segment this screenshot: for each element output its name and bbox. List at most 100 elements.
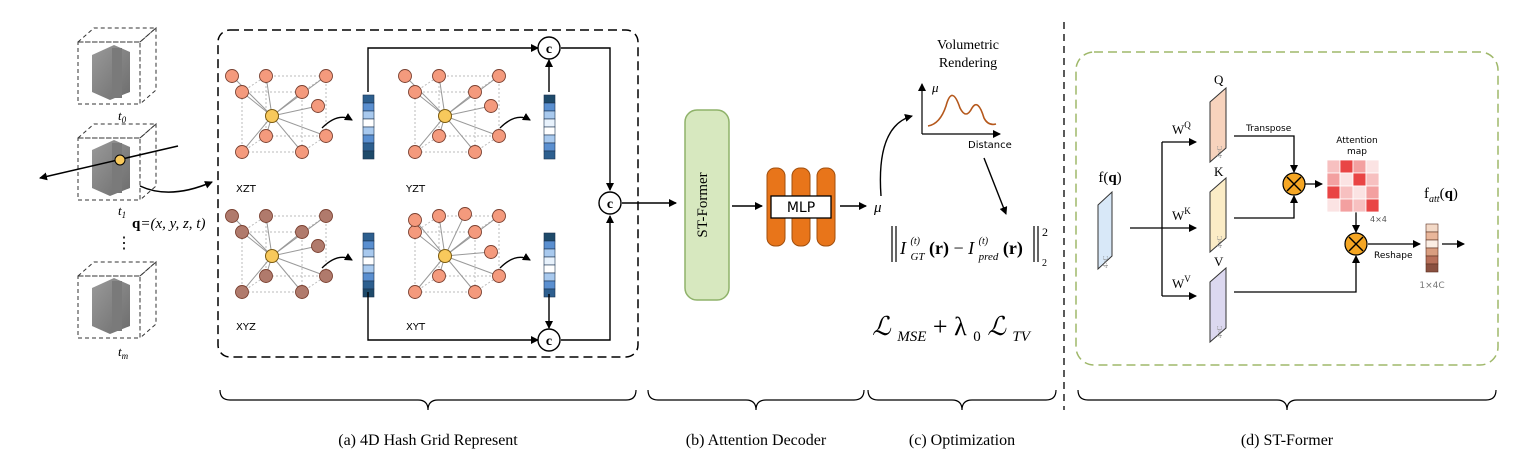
transpose-label: Transpose bbox=[1245, 124, 1292, 134]
attention-cell bbox=[1365, 198, 1380, 213]
grid-node bbox=[492, 209, 506, 223]
grid-node bbox=[295, 85, 309, 99]
fatt-label: fatt(q) bbox=[1424, 186, 1458, 205]
arrow-mu-to-rendering bbox=[879, 114, 913, 197]
fatt-cell bbox=[1425, 231, 1439, 241]
time-cube-tm bbox=[76, 260, 158, 340]
feature-cell bbox=[543, 110, 556, 120]
feature-cell bbox=[543, 248, 556, 258]
arrow-xyt-to-vector bbox=[499, 253, 531, 269]
st-former-label: ST-Former bbox=[695, 172, 711, 237]
plane-label-xyz: XYZ bbox=[236, 322, 256, 333]
plane-graphs bbox=[225, 69, 506, 299]
attention-cell bbox=[1352, 159, 1367, 174]
concat-node-bottom: c bbox=[537, 328, 561, 352]
fatt-vector bbox=[1425, 223, 1439, 273]
fq-label: f(q) bbox=[1098, 170, 1121, 186]
feature-cell bbox=[543, 142, 556, 152]
grid-node bbox=[259, 209, 273, 223]
attention-cell bbox=[1352, 172, 1367, 187]
multiply-node-2 bbox=[1344, 232, 1368, 256]
attention-cell bbox=[1326, 198, 1341, 213]
grid-node bbox=[295, 225, 309, 239]
fq-plane bbox=[1097, 190, 1113, 271]
feature-vector-4 bbox=[543, 232, 556, 298]
attention-lines bbox=[1234, 135, 1465, 293]
attention-cell bbox=[1365, 159, 1380, 174]
concat-node-top: c bbox=[537, 36, 561, 60]
query-node bbox=[438, 109, 452, 123]
label-t0: t0 bbox=[118, 108, 127, 125]
attention-cell bbox=[1352, 198, 1367, 213]
feature-cell bbox=[543, 272, 556, 282]
feature-cell bbox=[543, 126, 556, 136]
q-dim: 4×C bbox=[1216, 146, 1224, 158]
grid-node bbox=[492, 129, 506, 143]
plane-label-xyt: XYT bbox=[406, 322, 426, 333]
caption-d: (d) ST-Former bbox=[1241, 432, 1334, 449]
grid-node bbox=[408, 85, 422, 99]
attention-cell bbox=[1339, 198, 1354, 213]
grid-node bbox=[468, 85, 482, 99]
loss-equation: I (t) GT (r) − I (t) pred (r) 2 2 bbox=[891, 225, 1048, 269]
grid-node bbox=[458, 207, 472, 221]
feature-cell bbox=[362, 232, 375, 242]
arrow-xyz-to-vector bbox=[321, 253, 353, 269]
svg-text:ℒ MSE + λ 0: ℒ MSE + λ 0 ℒ TV bbox=[872, 312, 1032, 347]
caption-a: (a) 4D Hash Grid Represent bbox=[338, 432, 518, 449]
feature-cell bbox=[543, 264, 556, 274]
feature-vectors bbox=[362, 94, 556, 298]
feature-cell bbox=[362, 94, 375, 104]
time-cube-t0 bbox=[76, 26, 158, 106]
attention-cell bbox=[1365, 172, 1380, 187]
grid-node bbox=[432, 129, 446, 143]
svg-text:c: c bbox=[607, 197, 613, 212]
feature-cell bbox=[543, 150, 556, 160]
grid-node bbox=[432, 69, 446, 83]
st-former-block bbox=[684, 109, 730, 301]
grid-node bbox=[295, 145, 309, 159]
v-label: V bbox=[1214, 254, 1224, 269]
feature-cell bbox=[543, 134, 556, 144]
feature-cell bbox=[543, 102, 556, 112]
plot-mu-label: μ bbox=[931, 80, 939, 95]
grid-node bbox=[235, 225, 249, 239]
arrow-xzt-to-vector bbox=[321, 113, 353, 129]
time-cube-t1 bbox=[76, 122, 158, 202]
grid-node bbox=[311, 239, 325, 253]
grid-node bbox=[468, 225, 482, 239]
grid-node bbox=[398, 69, 412, 83]
time-slices: t0 t1 q=(x, y, z, t) ⋮ tm bbox=[39, 26, 213, 361]
grid-node bbox=[468, 145, 482, 159]
grid-node bbox=[492, 269, 506, 283]
wk-label: WK bbox=[1172, 206, 1191, 223]
fatt-cell bbox=[1425, 255, 1439, 265]
svg-text:2: 2 bbox=[1042, 225, 1048, 239]
q-plane bbox=[1209, 86, 1227, 164]
plot-distance-label: Distance bbox=[968, 140, 1012, 151]
caption-b: (b) Attention Decoder bbox=[686, 432, 827, 449]
k-plane bbox=[1209, 176, 1227, 254]
rendering-label: Rendering bbox=[939, 56, 997, 71]
feature-cell bbox=[543, 232, 556, 242]
grid-node bbox=[235, 285, 249, 299]
feature-cell bbox=[362, 248, 375, 258]
mu-output: μ bbox=[873, 200, 882, 216]
reshape-label: Reshape bbox=[1374, 251, 1413, 261]
plane-graph-xyt bbox=[408, 207, 506, 299]
svg-text:c: c bbox=[546, 334, 552, 349]
volumetric-label: Volumetric bbox=[937, 38, 999, 53]
fq-dim: 4×C bbox=[1102, 256, 1110, 268]
feature-vector-3 bbox=[362, 232, 375, 298]
caption-c: (c) Optimization bbox=[909, 432, 1015, 449]
grid-node bbox=[295, 285, 309, 299]
attention-cell bbox=[1339, 172, 1354, 187]
map-label: map bbox=[1347, 147, 1367, 157]
wv-label: WV bbox=[1172, 274, 1191, 291]
v-plane bbox=[1209, 266, 1227, 344]
label-tm: tm bbox=[118, 344, 129, 361]
grid-node bbox=[319, 69, 333, 83]
feature-cell bbox=[362, 280, 375, 290]
wq-label: WQ bbox=[1172, 120, 1191, 137]
grid-node bbox=[259, 269, 273, 283]
